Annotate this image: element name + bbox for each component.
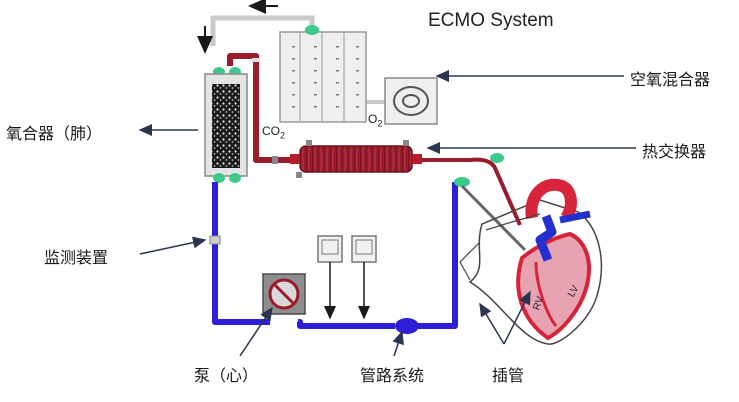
- co2-sub: 2: [280, 130, 286, 141]
- pump-pointer: [239, 306, 273, 357]
- tubing-pointer: [392, 330, 404, 357]
- gas-flow-meter: [279, 25, 367, 123]
- monitoring-pointer: [139, 236, 207, 255]
- o2-label: O2: [368, 112, 382, 128]
- oxygenator-label: 氧合器（肺）: [6, 124, 103, 143]
- oxygenator: [204, 67, 248, 183]
- monitoring-device-label: 监测装置: [44, 248, 109, 267]
- co2-base: CO: [262, 124, 280, 138]
- diagram-title: ECMO System: [428, 10, 554, 31]
- arterial-line: [227, 53, 522, 226]
- o2-sub: 2: [377, 118, 383, 129]
- co2-label: CO2: [262, 124, 285, 140]
- pump: [262, 273, 306, 315]
- cannula-label: 插管: [492, 366, 525, 385]
- cannula-pointer-1: [479, 302, 505, 345]
- o2-base: O: [368, 112, 378, 126]
- venous-line: [209, 153, 527, 334]
- heart: [459, 178, 603, 345]
- cannula-pointer-2: [503, 290, 531, 345]
- air-oxygen-blender-label: 空氧混合器: [630, 70, 711, 89]
- air-oxygen-blender: [384, 77, 438, 125]
- pump-label: 泵（心）: [194, 366, 259, 385]
- heat-exchanger-label: 热交换器: [642, 142, 707, 161]
- tubing-system-label: 管路系统: [360, 366, 425, 385]
- heat-exchanger: [272, 140, 422, 178]
- pressure-monitors: [317, 235, 377, 320]
